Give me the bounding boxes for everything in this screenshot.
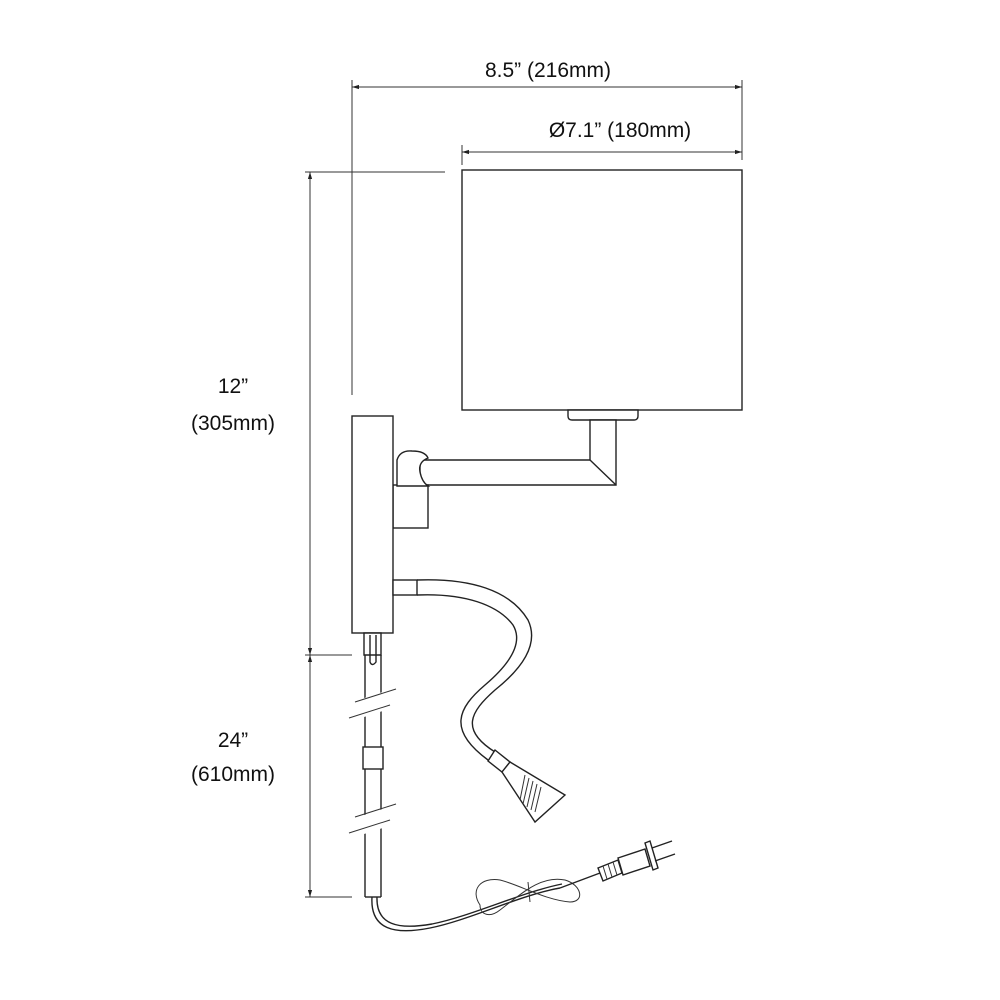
height-inch-label: 12” — [218, 375, 248, 398]
switch — [363, 632, 382, 656]
swing-arm — [392, 419, 617, 529]
wall-plate — [351, 415, 394, 634]
overall-width-label: 8.5” (216mm) — [485, 59, 611, 82]
cord-sleeve — [362, 746, 384, 770]
cord-inch-label: 24” — [218, 729, 248, 752]
cord-mm-label: (610mm) — [191, 763, 275, 786]
shade-diameter-dimension: Ø7.1” (180mm) — [461, 119, 742, 165]
shade-diameter-label: Ø7.1” (180mm) — [549, 119, 691, 142]
power-cord — [348, 655, 601, 932]
gooseneck-reading-light — [392, 579, 567, 824]
height-dimension: 12” (305mm) — [191, 171, 445, 656]
cord-dimension: 24” (610mm) — [191, 655, 352, 898]
height-mm-label: (305mm) — [191, 412, 275, 435]
plug — [597, 840, 676, 882]
width-dimension: 8.5” (216mm) — [351, 59, 743, 395]
lamp-shade — [461, 169, 743, 411]
shade-cap — [567, 409, 639, 421]
